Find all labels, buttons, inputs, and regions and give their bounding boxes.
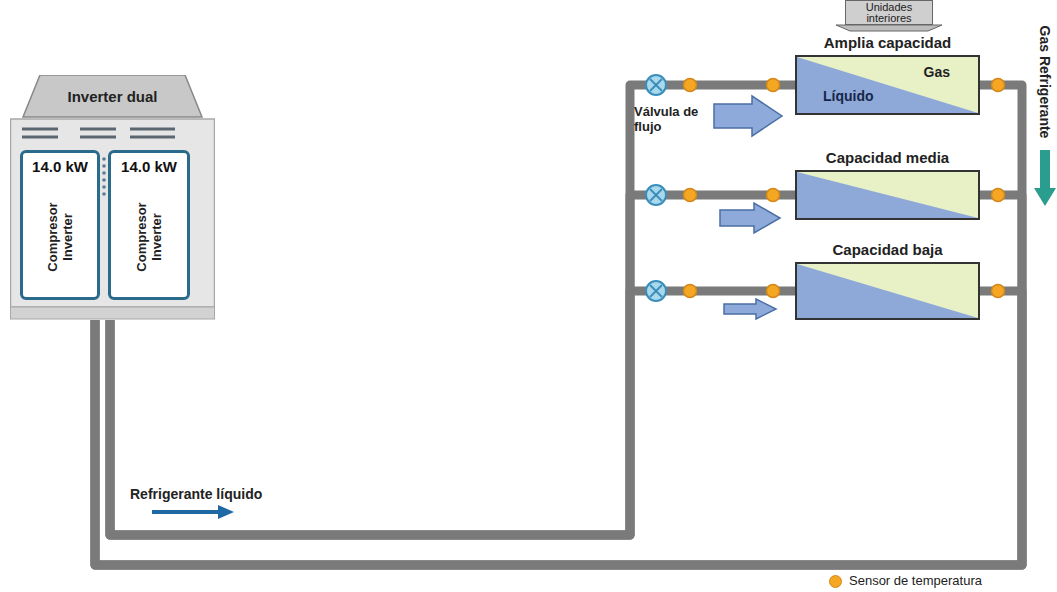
liquid-gas-fill bbox=[797, 57, 978, 113]
refrigerant-pipe bbox=[95, 291, 1022, 565]
compressor-box: 14.0 kW Compresor Inverter bbox=[20, 150, 100, 300]
outdoor-unit: Inverter dual14.0 kWCompresor Inverter14… bbox=[10, 75, 215, 320]
valve-label: Válvula de flujo bbox=[634, 104, 708, 134]
refrigerant-pipe bbox=[95, 85, 1022, 565]
gas-label: Gas Refrigerante bbox=[1037, 26, 1053, 139]
compressor-name: Compresor Inverter bbox=[134, 185, 164, 289]
indoor-unit-box: Amplia capacidadLíquidoGas bbox=[795, 55, 980, 115]
indoor-unit-box: Capacidad media bbox=[795, 170, 980, 220]
phase-label: Líquido bbox=[823, 88, 874, 104]
legend-swatch bbox=[829, 575, 842, 588]
unit-title: Inverter dual bbox=[10, 88, 215, 105]
refrigerant-pipe bbox=[95, 195, 1022, 565]
legend-text: Sensor de temperatura bbox=[849, 573, 982, 588]
capacity-value: 14.0 kW bbox=[23, 158, 97, 175]
unit-heading: Capacidad media bbox=[777, 149, 998, 167]
icon-label: Unidades interiores bbox=[848, 2, 930, 24]
compressor-box: 14.0 kW Compresor Inverter bbox=[108, 150, 190, 300]
liquid-gas-fill bbox=[797, 264, 978, 318]
compressor-name: Compresor Inverter bbox=[45, 185, 75, 289]
capacity-value: 14.0 kW bbox=[111, 158, 187, 175]
indoor-unit-box: Capacidad baja bbox=[795, 262, 980, 320]
phase-label: Gas bbox=[924, 64, 950, 80]
unit-heading: Amplia capacidad bbox=[777, 34, 998, 52]
liquid-gas-fill bbox=[797, 172, 978, 218]
indoor-units-icon: Unidades interiores bbox=[845, 0, 933, 25]
unit-heading: Capacidad baja bbox=[777, 241, 998, 259]
refrigerant-pipe bbox=[110, 291, 795, 535]
liquid-label: Refrigerante líquido bbox=[130, 486, 262, 502]
